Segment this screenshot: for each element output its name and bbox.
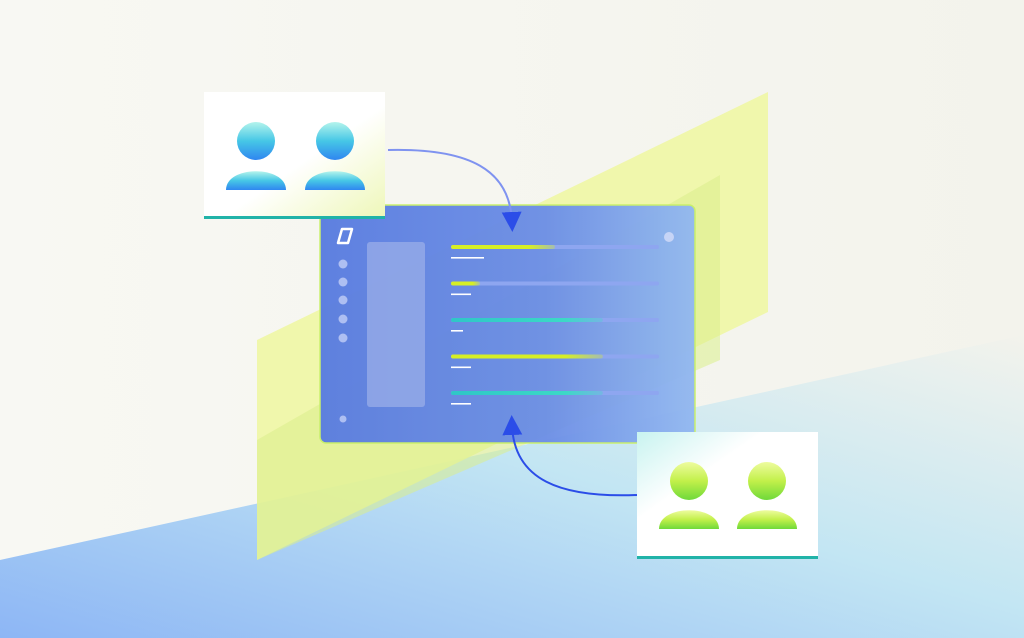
nav-dot[interactable]: [338, 277, 348, 287]
dashboard-window: [319, 204, 696, 444]
logo-icon: [336, 227, 354, 245]
progress-fill: [451, 281, 481, 286]
settings-dot[interactable]: [339, 415, 347, 423]
team-card-top: [204, 92, 385, 219]
team-card-bottom: [637, 432, 818, 559]
nav-dot[interactable]: [338, 259, 348, 269]
row-caption: [451, 293, 471, 296]
progress-fill: [451, 354, 603, 359]
nav-dot[interactable]: [338, 314, 348, 324]
blue-band: [0, 335, 1024, 638]
progress-fill: [451, 245, 555, 249]
row-caption: [451, 366, 471, 369]
side-panel: [367, 242, 425, 407]
user-icon: [737, 462, 797, 529]
row-caption: [451, 257, 484, 259]
arrow-up-icon: [502, 415, 638, 497]
user-icon: [659, 462, 719, 529]
nav-dot[interactable]: [338, 295, 348, 305]
user-icon: [226, 122, 286, 190]
user-icon: [305, 122, 365, 190]
progress-fill: [451, 318, 603, 322]
window-dot-icon[interactable]: [664, 232, 674, 242]
arrow-down-icon: [387, 148, 522, 232]
row-caption: [451, 403, 471, 405]
progress-rows: [451, 245, 659, 405]
row-caption: [451, 330, 463, 332]
sidebar-nav: [338, 259, 348, 423]
progress-track: [451, 281, 659, 286]
nav-dot[interactable]: [338, 333, 348, 343]
progress-fill: [451, 391, 603, 395]
